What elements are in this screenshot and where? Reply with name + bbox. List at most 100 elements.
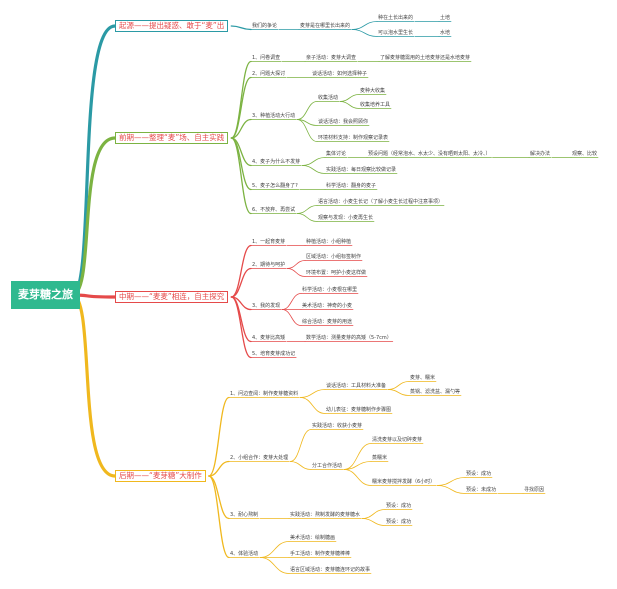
node-3-1-1-2-0[interactable]: 预设：成功 (466, 471, 492, 477)
node-1-3-0-0[interactable]: 预设问题（经常泡水、水太少、没有晒到太阳、太冷、） (368, 151, 491, 157)
connector-0-0-0-0 (351, 21, 378, 30)
node-2-2-1[interactable]: 美术活动：神奇的小麦 (302, 303, 353, 309)
connector-3-3 (208, 475, 230, 559)
node-2-0-0[interactable]: 种植活动：小组种植 (306, 239, 352, 245)
connector-1-2-0-1 (339, 101, 360, 109)
node-1-2-0[interactable]: 收集活动 (318, 95, 339, 101)
node-2-0[interactable]: 1、一起育麦芽 (252, 239, 286, 245)
node-2-2[interactable]: 3、我的发现 (252, 303, 281, 309)
node-2-3[interactable]: 4、麦芽比高矮 (252, 335, 286, 341)
node-3-2[interactable]: 3、耐心熬制 (230, 512, 259, 518)
node-1-1[interactable]: 2、问题大探讨 (252, 71, 286, 77)
node-3-0-0[interactable]: 谈话活动：工具材料大准备 (326, 383, 387, 389)
node-3-1-1-1[interactable]: 蒸糯米 (372, 455, 388, 461)
node-0-0-0[interactable]: 麦芽是在哪里长出来的 (300, 23, 351, 29)
node-3-1[interactable]: 2、小组合作：麦芽大处理 (230, 455, 289, 461)
node-2-1[interactable]: 2、期待与呵护 (252, 262, 286, 268)
connector-3-1-0 (289, 429, 312, 462)
node-3-0-0-0[interactable]: 麦芽、糯米 (410, 375, 436, 381)
connector-3-0 (208, 396, 230, 477)
node-0-0[interactable]: 我们的争论 (252, 23, 278, 29)
node-1-0-0[interactable]: 亲子活动：麦芽大调查 (306, 55, 357, 61)
node-2-2-0[interactable]: 科学活动：小麦根在哪里 (302, 287, 358, 293)
connector-1-0 (230, 60, 252, 139)
node-3-0-0-1[interactable]: 蒸锅、滤洗盆、漏勺等 (410, 389, 461, 395)
node-1-2-2[interactable]: 环境材料支持：制作观察记录表 (318, 135, 389, 141)
phase-node-2[interactable]: 中期——“麦麦”相连，自主探究 (115, 291, 229, 303)
connector-2-1-0 (286, 260, 306, 269)
node-0-0-0-1-0[interactable]: 水培 (440, 30, 451, 36)
node-3-1-1[interactable]: 分工合作活动 (312, 463, 343, 469)
node-1-5-1[interactable]: 观察与发现：小麦再生长 (318, 215, 374, 221)
node-1-3[interactable]: 4、麦子为什么不发芽 (252, 159, 301, 165)
connector-3-0-1 (299, 397, 326, 414)
connector-1-2-0-0 (339, 94, 360, 102)
node-1-4[interactable]: 5、麦子怎么翻身了? (252, 183, 298, 189)
phase-branch-0 (70, 24, 117, 297)
node-3-3-0[interactable]: 美术活动：绘制糖画 (290, 535, 336, 541)
node-3-3-2[interactable]: 语言区域活动：麦芽糖连环记的故事 (290, 567, 371, 573)
node-0-0-0-0[interactable]: 种在土长出来的 (378, 15, 414, 21)
node-1-2[interactable]: 3、种植活动大行动 (252, 113, 296, 119)
node-3-1-0[interactable]: 实践活动：收获小麦芽 (312, 423, 363, 429)
phase-node-0[interactable]: 起源——提出疑惑、敢于“麦”出 (115, 20, 229, 32)
connector-3-1-1-2-1 (436, 485, 466, 494)
connector-3-2-0-1 (361, 518, 386, 526)
node-3-0-1[interactable]: 幼儿表征：麦芽糖制作步骤图 (326, 407, 392, 413)
node-1-0-0-0[interactable]: 了解麦芽糖需用的土培麦芽还是水培麦芽 (380, 55, 471, 61)
connector-3-0-0-1 (387, 389, 410, 396)
node-3-3[interactable]: 4、体验活动 (230, 551, 259, 557)
node-3-1-1-2-1[interactable]: 预设：未成功 (466, 487, 497, 493)
node-1-2-0-1[interactable]: 收集培养工具 (360, 102, 391, 108)
node-1-1-0[interactable]: 谈话活动：如何选择种子 (312, 71, 368, 77)
node-1-3-0-0-0-0[interactable]: 观察、比较 (572, 151, 598, 157)
node-1-4-0[interactable]: 科学活动：翻身的麦子 (326, 183, 377, 189)
node-1-3-0[interactable]: 集体讨论 (326, 151, 347, 157)
node-3-2-0[interactable]: 实践活动：熬制发酵的麦芽糖水 (290, 512, 361, 518)
root-node[interactable]: 麦芽糖之旅 (11, 281, 80, 309)
node-1-3-1[interactable]: 实践活动：每日观察比较做记录 (326, 167, 397, 173)
connector-2-1 (230, 267, 252, 298)
node-3-1-1-2-1-0[interactable]: 寻找原因 (524, 487, 545, 493)
connector-0-0 (230, 25, 252, 31)
connector-3-0-0 (299, 389, 326, 398)
node-1-2-0-0[interactable]: 麦种大收集 (360, 88, 386, 94)
node-1-5[interactable]: 6、不放弃、再尝试 (252, 207, 296, 213)
phase-node-1[interactable]: 前期——整理“麦”场、自主实践 (115, 132, 229, 144)
node-3-1-1-2[interactable]: 糯米麦芽搅拌发酵（6小时） (372, 479, 436, 485)
connector-1-5-1 (296, 213, 318, 222)
connector-3-2-0-0 (361, 509, 386, 519)
phase-branch-1 (70, 136, 117, 297)
node-2-1-0[interactable]: 区域活动：小组标签制作 (306, 254, 362, 260)
connector-3-1-1-2 (343, 469, 372, 486)
node-2-3-0[interactable]: 数学活动：测量麦芽的高矮（5-7cm） (306, 335, 392, 341)
connector-1-3-0 (301, 157, 326, 166)
connector-0-0-0-1 (351, 29, 378, 37)
phase-node-3[interactable]: 后期——“麦芽糖”大制作 (115, 470, 206, 482)
node-2-2-2[interactable]: 综合活动：麦芽的用途 (302, 319, 353, 325)
node-1-0[interactable]: 1、问卷调查 (252, 55, 281, 61)
node-1-2-1[interactable]: 谈话活动：我会照顾你 (318, 119, 369, 125)
node-1-5-0[interactable]: 语言活动：小麦生长记（了解小麦生长过程中注意事项） (318, 199, 444, 205)
connector-2-4 (230, 296, 252, 359)
node-3-3-1[interactable]: 手工活动：制作麦芽糖棒棒 (290, 551, 351, 557)
connector-2-1-1 (286, 268, 306, 277)
connector-2-2-2 (281, 309, 302, 326)
node-3-2-0-1[interactable]: 预设：成功 (386, 519, 412, 525)
node-1-3-0-0-0[interactable]: 解决办法 (530, 151, 551, 157)
node-2-4[interactable]: 5、培育麦芽成功记 (252, 351, 296, 357)
connector-3-1-1-1 (343, 461, 372, 470)
node-0-0-0-0-0[interactable]: 土培 (440, 15, 451, 21)
connector-1-2-2 (296, 119, 318, 142)
node-3-1-1-0[interactable]: 清洗麦芽以及切碎麦芽 (372, 437, 423, 443)
connector-3-3-2 (259, 557, 290, 574)
connector-3-0-0-0 (387, 381, 410, 390)
connector-1-5 (230, 137, 252, 215)
connector-1-2 (230, 118, 252, 139)
connector-3-1-1 (289, 461, 312, 470)
connector-3-3-0 (259, 541, 290, 558)
node-0-0-0-1[interactable]: 可以泡水里生长 (378, 30, 414, 36)
node-3-2-0-0[interactable]: 预设：成功 (386, 503, 412, 509)
node-3-0[interactable]: 1、问边查阅：制作麦芽糖资料 (230, 391, 299, 397)
node-2-1-1[interactable]: 环境布置：呵护小麦这样做 (306, 270, 367, 276)
